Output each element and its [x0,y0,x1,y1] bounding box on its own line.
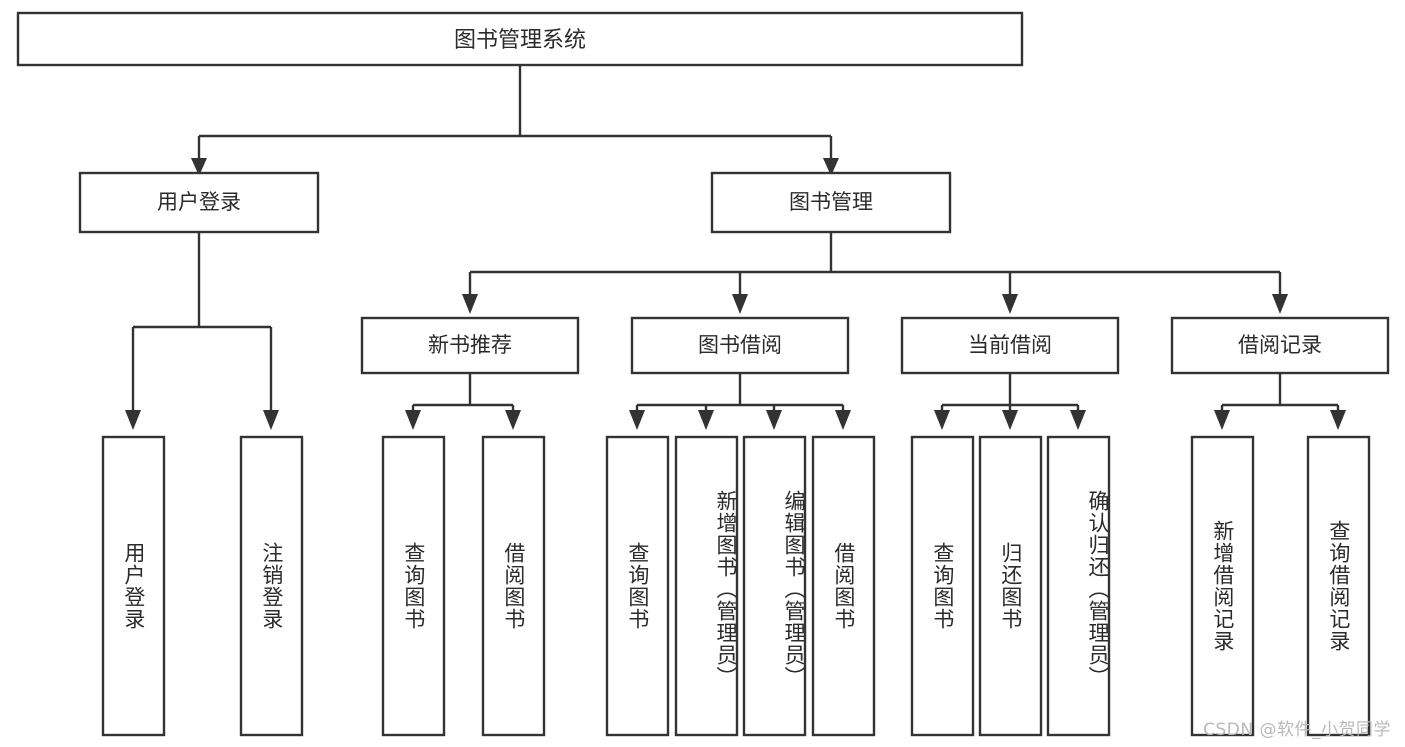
leaf-box-add-book[interactable] [674,435,739,737]
arrow-to-borrow-record [1272,294,1288,314]
connector-current-borrowing-to-leaves [934,373,1086,430]
node-borrowing-record-label: 借阅记录 [1238,333,1322,357]
connector-user-login-to-leaves [125,232,279,430]
arrow-to-leaf-borrow-book-2 [835,410,851,430]
connector-book-management-to-level3 [462,232,1288,314]
leaf-box-edit-book[interactable] [742,435,807,737]
leaf-box-query-book-1[interactable] [381,435,446,737]
arrow-to-leaf-query-book-2 [629,410,645,430]
node-book-management-label: 图书管理 [789,190,873,214]
arrow-to-leaf-query-book-1 [405,410,421,430]
node-root-box[interactable] [16,11,1024,67]
arrow-to-book-borrow [732,294,748,314]
connector-book-borrowing-to-leaves [629,373,851,430]
arrow-to-leaf-return-book [1002,410,1018,430]
node-user-login-box[interactable] [78,171,320,234]
arrow-to-leaf-user-login [125,410,141,430]
connector-root-to-level2 [191,65,839,176]
node-borrowing-record[interactable]: 借阅记录 [1170,316,1390,375]
connector-new-book-rec-to-leaves [405,373,521,430]
node-book-management-box[interactable] [710,171,952,234]
arrow-to-new-book-rec [462,294,478,314]
csdn-watermark: CSDN @软件_小贺同学 [1203,720,1391,740]
node-user-login[interactable]: 用户登录 [78,171,320,234]
leaf-box-query-record[interactable] [1306,435,1371,737]
arrow-to-leaf-add-book [698,410,714,430]
node-user-login-label: 用户登录 [157,190,241,214]
arrow-to-leaf-edit-book [766,410,782,430]
node-book-borrowing-label: 图书借阅 [698,333,782,357]
node-book-borrowing-box[interactable] [630,316,850,375]
leaf-box-query-book-3[interactable] [910,435,975,737]
connector-borrowing-record-to-leaves [1214,373,1346,430]
arrow-to-leaf-confirm-return [1070,410,1086,430]
node-new-book-recommendation-label: 新书推荐 [428,333,512,357]
arrow-to-leaf-query-record [1330,410,1346,430]
leaf-box-logout[interactable] [239,435,304,737]
node-root[interactable]: 图书管理系统 [16,11,1024,67]
node-current-borrowing[interactable]: 当前借阅 [900,316,1120,375]
node-current-borrowing-box[interactable] [900,316,1120,375]
node-new-book-recommendation-box[interactable] [360,316,580,375]
arrow-to-leaf-borrow-book-1 [505,410,521,430]
leaf-box-add-record[interactable] [1190,435,1255,737]
leaf-box-confirm-return[interactable] [1046,435,1111,737]
arrow-to-user-login [191,158,207,176]
node-book-borrowing[interactable]: 图书借阅 [630,316,850,375]
leaf-box-borrow-book-1[interactable] [481,435,546,737]
node-new-book-recommendation[interactable]: 新书推荐 [360,316,580,375]
leaf-box-return-book[interactable] [978,435,1043,737]
node-current-borrowing-label: 当前借阅 [968,333,1052,357]
arrow-to-leaf-logout [263,410,279,430]
leaf-box-borrow-book-2[interactable] [811,435,876,737]
node-root-label: 图书管理系统 [454,28,586,53]
node-book-management[interactable]: 图书管理 [710,171,952,234]
arrow-to-current-borrow [1002,294,1018,314]
arrow-to-leaf-query-book-3 [934,410,950,430]
arrow-to-book-manage [823,158,839,176]
leaf-box-user-login[interactable] [101,435,166,737]
arrow-to-leaf-add-record [1214,410,1230,430]
leaf-box-query-book-2[interactable] [605,435,670,737]
node-borrowing-record-box[interactable] [1170,316,1390,375]
